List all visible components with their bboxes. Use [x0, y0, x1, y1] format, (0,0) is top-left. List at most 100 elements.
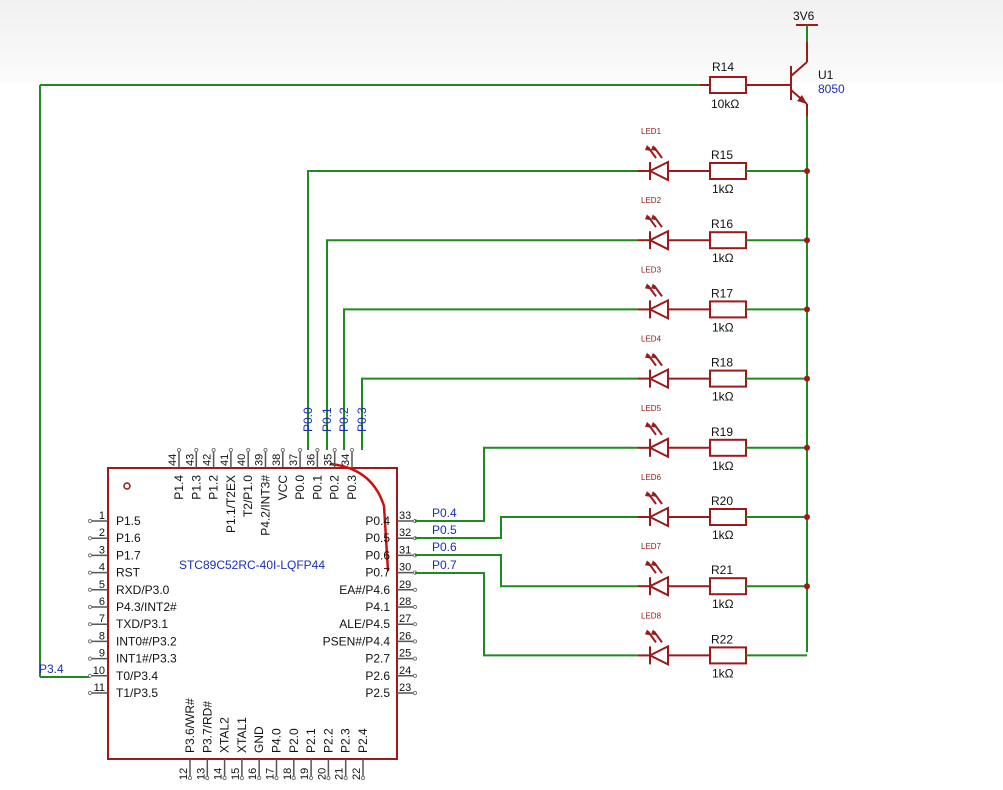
- pin-number: 28: [399, 596, 411, 608]
- pin-label: P1.7: [116, 548, 141, 562]
- pin-label: P0.5: [365, 531, 390, 545]
- pin-number: 3: [99, 544, 105, 556]
- pin-label: INT1#/P3.3: [116, 652, 177, 666]
- resistor-ref: R15: [711, 148, 733, 162]
- net-label: P0.3: [355, 407, 369, 432]
- pin-label: T1/P3.5: [116, 686, 158, 700]
- top-pins: 44P1.443P1.342P1.241P1.1/T2EX40T2/P1.039…: [167, 447, 359, 536]
- pin-label: P1.5: [116, 514, 141, 528]
- resistor-value: 1kΩ: [712, 597, 734, 611]
- pin-label: P3.6/WR#: [183, 698, 197, 753]
- pin-number: 11: [94, 682, 105, 694]
- led-ref: LED5: [641, 404, 662, 413]
- pin-number: 6: [99, 596, 105, 608]
- pin-label: P2.4: [356, 728, 370, 753]
- pin-label: P2.2: [321, 728, 335, 753]
- resistor-ref: R22: [711, 632, 733, 646]
- net-label: P0.5: [432, 523, 457, 537]
- pin-number: 5: [99, 579, 105, 591]
- pin-label: P2.3: [339, 728, 353, 753]
- led-ref: LED1: [641, 127, 662, 136]
- pin-label: VCC: [276, 475, 290, 501]
- pin-number: 7: [99, 613, 105, 625]
- pin-number: 16: [247, 768, 259, 780]
- pin-label: P0.4: [365, 514, 390, 528]
- pin-label: P3.7/RD#: [200, 701, 214, 753]
- pin-number: 9: [99, 648, 105, 660]
- pin-number: 27: [399, 613, 411, 625]
- pin-number: 33: [399, 510, 411, 522]
- pin-number: 37: [288, 454, 300, 466]
- resistor-value: 1kΩ: [712, 320, 734, 334]
- pin-number: 19: [299, 768, 311, 780]
- pin-label: P4.3/INT2#: [116, 600, 177, 614]
- led-rows: P0.0LED1R151kΩP0.1LED2R161kΩP0.2LED3R171…: [301, 127, 810, 680]
- net-label: P0.0: [301, 407, 315, 432]
- net-label: P0.6: [432, 540, 457, 554]
- pin-label: INT0#/P3.2: [116, 634, 177, 648]
- pin-number: 40: [236, 454, 248, 466]
- resistor-value: 1kΩ: [712, 459, 734, 473]
- resistor-ref: R20: [711, 494, 733, 508]
- pin-label: RXD/P3.0: [116, 583, 170, 597]
- pin-label: P2.6: [365, 669, 390, 683]
- transistor-ref: U1: [818, 68, 834, 82]
- bottom-pins: 12P3.6/WR#13P3.7/RD#14XTAL215XTAL116GND1…: [178, 698, 370, 781]
- net-label: P0.1: [320, 407, 334, 432]
- resistor-ref: R17: [711, 286, 733, 300]
- led-ref: LED4: [641, 335, 662, 344]
- pin-number: 43: [184, 454, 196, 466]
- mcu-body: [107, 467, 398, 760]
- pin-label: EA#/P4.6: [339, 583, 390, 597]
- supply-symbol: 3V6: [793, 9, 818, 42]
- net-label: P0.7: [432, 558, 457, 572]
- pin-label: P0.6: [365, 548, 390, 562]
- resistor-ref: R21: [711, 563, 733, 577]
- pin-number: 13: [195, 768, 207, 780]
- pin-number: 21: [334, 768, 346, 780]
- resistor-value: 1kΩ: [712, 666, 734, 680]
- right-pins: 33P0.432P0.531P0.630P0.729EA#/P4.628P4.1…: [323, 510, 418, 700]
- pin-number: 17: [265, 768, 277, 780]
- net-label: P0.2: [337, 407, 351, 432]
- resistor-ref: R16: [711, 217, 733, 231]
- junction-dot: [804, 375, 810, 382]
- mcu-name: STC89C52RC-40I-LQFP44: [179, 558, 325, 572]
- pin-number: 2: [99, 527, 105, 539]
- pin-number: 18: [282, 768, 294, 780]
- pin-label: XTAL2: [218, 717, 232, 753]
- pin-label: P1.1/T2EX: [224, 475, 238, 533]
- pin-number: 10: [93, 665, 105, 677]
- pin-number: 25: [399, 648, 411, 660]
- pin-number: 20: [316, 768, 328, 780]
- pin-label: T2/P1.0: [241, 475, 255, 517]
- pin-label: PSEN#/P4.4: [323, 634, 391, 648]
- pin-label: P1.6: [116, 531, 141, 545]
- pin-number: 32: [399, 527, 411, 539]
- pin-label: T0/P3.4: [116, 669, 158, 683]
- resistor-value: 1kΩ: [712, 182, 734, 196]
- resistor-value: 1kΩ: [712, 251, 734, 265]
- pin-number: 26: [399, 630, 411, 642]
- junction-dot: [804, 306, 810, 313]
- supply-label: 3V6: [793, 9, 815, 23]
- pin-number: 42: [202, 454, 214, 466]
- transistor-value: 8050: [818, 82, 845, 96]
- pin-label: P0.2: [328, 475, 342, 500]
- junction-dot: [804, 168, 810, 174]
- top-bar: [0, 0, 1003, 82]
- pin-number: 44: [167, 454, 179, 466]
- pin-number: 23: [399, 682, 411, 694]
- junction-dot: [804, 583, 810, 590]
- net-label-p34: P3.4: [39, 662, 64, 676]
- pin-number: 36: [305, 454, 317, 466]
- pin-label: GND: [252, 726, 266, 753]
- pin-label: P2.7: [365, 652, 390, 666]
- pin1-marker: [123, 482, 131, 490]
- pin-number: 22: [351, 768, 363, 780]
